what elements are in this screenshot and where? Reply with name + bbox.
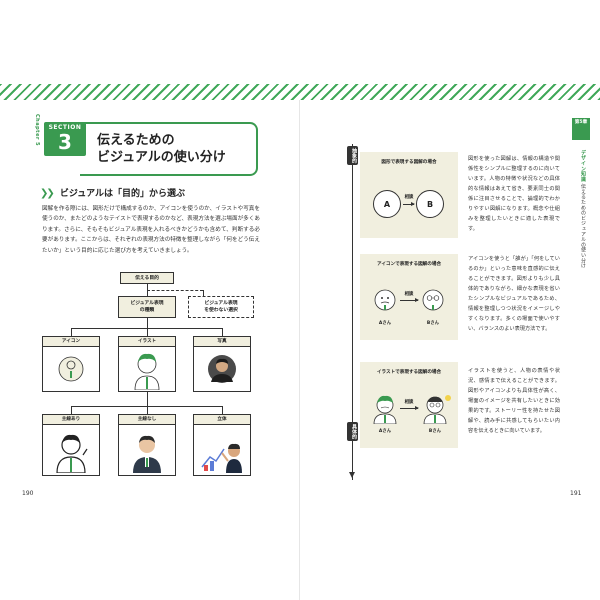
connector	[71, 328, 222, 329]
section-label: SECTION	[48, 124, 82, 131]
card-shapes-title: 図形で表現する図解の場合	[381, 160, 437, 165]
person-icon	[58, 356, 84, 382]
card-icons: アイコンで表現する図解の場合 相談 Aさん Bさん	[360, 254, 458, 340]
panel-illustration-label: イラスト	[119, 337, 175, 347]
side-vertical-rest: 伝えるためのビジュアルの使い分け	[580, 183, 586, 269]
panel-icon-label: アイコン	[43, 337, 99, 347]
axis-arrow-down-icon	[349, 472, 355, 478]
panel-illustration: イラスト	[118, 336, 176, 392]
node-purpose: 伝える目的	[120, 272, 174, 284]
top-stripe-decoration	[0, 84, 600, 100]
panel-without-outline: 主線なし	[118, 414, 176, 476]
arrow-label: 相談	[404, 400, 414, 405]
left-page: Chapter 5 SECTION 3 伝えるための ビジュアルの使い分け ❯❯…	[0, 100, 300, 600]
flat-person-illustration	[133, 435, 161, 473]
node-no-visual: ビジュアル表現 を使わない選択	[188, 296, 254, 318]
axis-label-concrete: 具体的	[347, 422, 358, 441]
arrow-right-icon	[400, 298, 419, 302]
connector	[147, 328, 148, 336]
card-icons-title: アイコンで表現する図解の場合	[376, 262, 442, 267]
person-a-label: Aさん	[378, 429, 392, 434]
axis-label-abstract: 抽象的	[347, 146, 358, 165]
side-vertical-title: デザイン知識 伝えるためのビジュアルの使い分け	[580, 150, 587, 269]
connector	[147, 392, 148, 406]
worried-person-icon	[374, 289, 396, 311]
subhead: ❯❯ ビジュアルは「目的」から選ぶ	[40, 186, 185, 199]
panel-without-outline-label: 主線なし	[119, 415, 175, 425]
section-title: 伝えるための ビジュアルの使い分け	[97, 132, 226, 166]
card-icons-description: アイコンを使うと「誰が」「何をしているのか」といった意味を直感的に伝えることがで…	[468, 256, 560, 332]
section-frame	[80, 122, 258, 176]
connector	[71, 406, 72, 414]
3d-presenter-illustration	[201, 443, 242, 473]
worried-person-illustration	[373, 395, 397, 424]
section-title-line1: 伝えるための	[97, 133, 175, 148]
card-shapes-description: 図形を使った図解は、情報の構造や関係性をシンプルに整理するのに向いています。人物…	[468, 156, 560, 232]
photo-portrait	[208, 355, 236, 383]
connector	[222, 406, 223, 414]
chapter-vertical-label: Chapter 5	[34, 114, 40, 147]
panel-3d: 立体	[193, 414, 251, 476]
node-visual-kind-line2: の種類	[139, 308, 155, 313]
body-paragraph: 図解を作る際には、図形だけで構成するのか、アイコンを使うのか、イラストや写真を使…	[42, 206, 260, 254]
circle-b: B	[416, 190, 444, 218]
classification-diagram: 伝える目的 ビジュアル表現 の種類 ビジュアル表現 を使わない選択 アイコン	[40, 270, 262, 580]
node-visual-kind: ビジュアル表現 の種類	[118, 296, 176, 318]
node-no-visual-line1: ビジュアル表現	[204, 301, 238, 306]
node-visual-kind-line1: ビジュアル表現	[130, 301, 164, 306]
outlined-person-illustration	[56, 434, 88, 473]
abstraction-axis	[352, 144, 353, 480]
arrow-right-icon	[400, 406, 419, 410]
right-page: 抽象的 具体的 図形で表現する図解の場合 A B 相談 図形を使った図解は、情報…	[300, 100, 600, 600]
section-number: 3	[58, 130, 72, 154]
arrow-label: 相談	[404, 292, 414, 297]
page-spine	[299, 100, 300, 600]
person-b-label: Bさん	[426, 321, 440, 326]
arrow-label: 相談	[404, 195, 414, 200]
section-title-line2: ビジュアルの使い分け	[97, 150, 226, 165]
node-no-visual-line2: を使わない選択	[204, 308, 238, 313]
connector	[147, 406, 148, 414]
card-illustrations: イラストで表現する図解の場合 相談 Aさん Bさん	[360, 362, 458, 448]
panel-3d-label: 立体	[194, 415, 250, 425]
dashed-connector	[203, 290, 204, 296]
double-chevron-icon: ❯❯	[40, 188, 55, 199]
panel-photo-label: 写真	[194, 337, 250, 347]
arrow-right-icon	[403, 202, 415, 206]
connector	[71, 328, 72, 336]
connector	[222, 328, 223, 336]
chapter-side-tab: 第5章	[572, 118, 590, 140]
side-vertical-lead: デザイン知識	[580, 150, 586, 182]
card-illustrations-description: イラストを使うと、人物の表情や状況、感情まで伝えることができます。図形やアイコン…	[468, 368, 560, 434]
section-badge: SECTION 3	[44, 122, 86, 156]
page-number-left: 190	[22, 490, 34, 497]
panel-with-outline-label: 主線あり	[43, 415, 99, 425]
connector	[147, 318, 148, 328]
illustrated-person-icon	[134, 353, 160, 390]
circle-a: A	[373, 190, 401, 218]
person-a-label: Aさん	[378, 321, 392, 326]
page-number-right: 191	[570, 490, 582, 497]
glasses-person-icon	[422, 289, 444, 311]
panel-with-outline: 主線あり	[42, 414, 100, 476]
person-b-label: Bさん	[428, 429, 442, 434]
panel-photo: 写真	[193, 336, 251, 392]
card-shapes: 図形で表現する図解の場合 A B 相談	[360, 152, 458, 238]
connector	[71, 406, 222, 407]
dashed-connector	[147, 290, 203, 291]
advisor-person-illustration	[423, 395, 451, 424]
subhead-text: ビジュアルは「目的」から選ぶ	[59, 189, 186, 199]
panel-icon: アイコン	[42, 336, 100, 392]
card-illustrations-title: イラストで表現する図解の場合	[376, 370, 442, 375]
